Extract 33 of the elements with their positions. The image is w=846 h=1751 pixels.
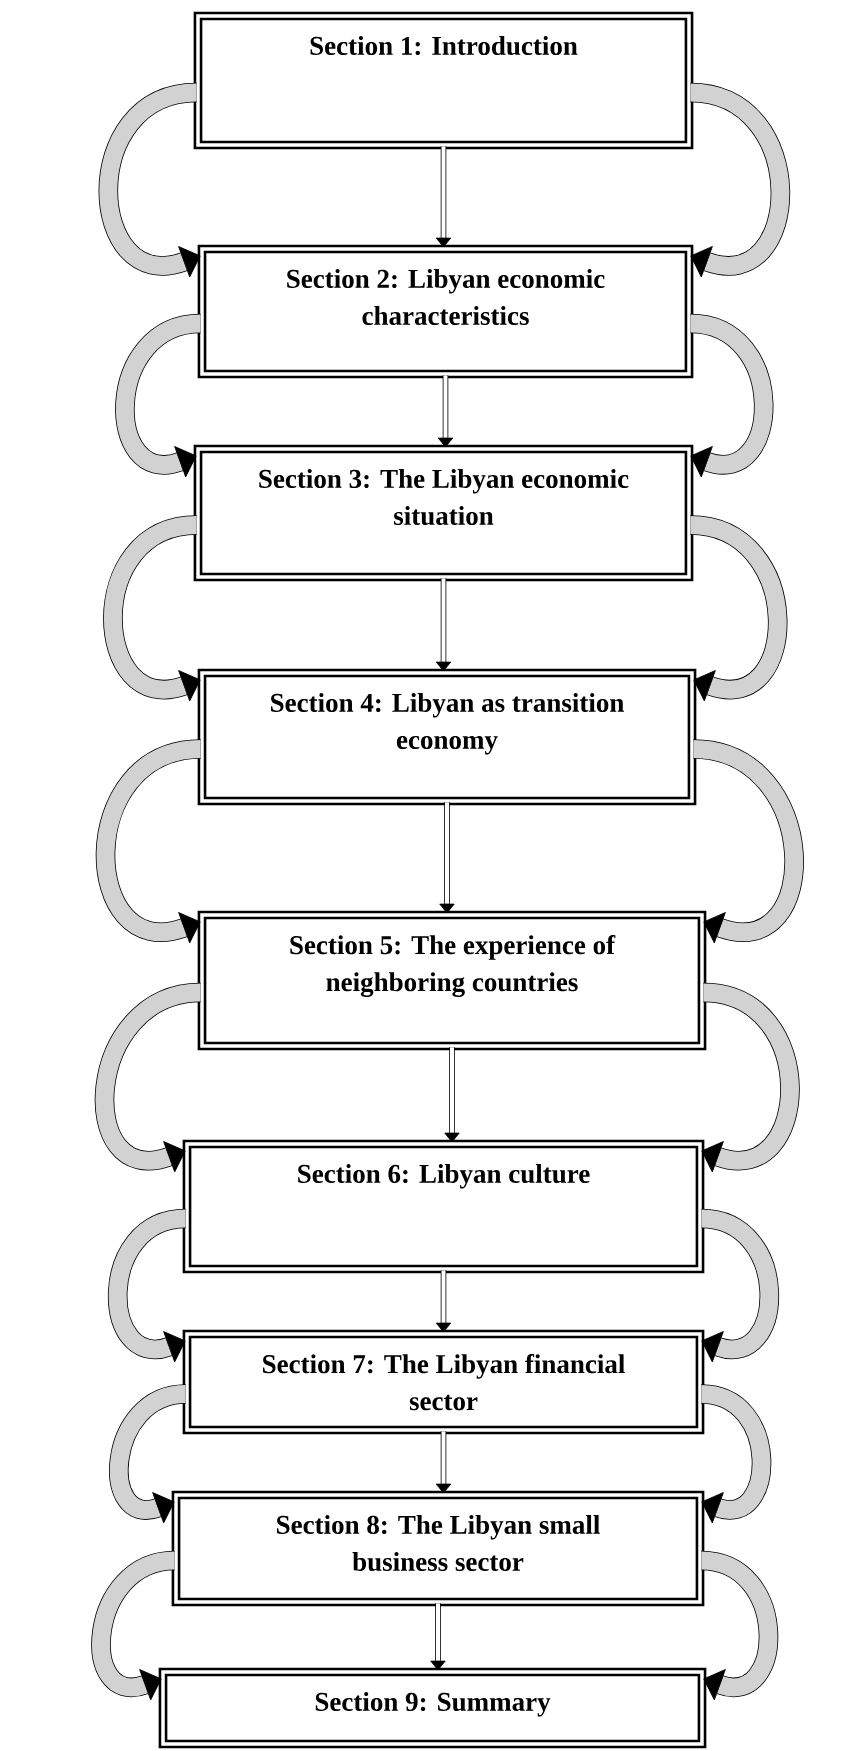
down-arrow <box>435 1431 452 1494</box>
curved-arrow <box>688 82 791 278</box>
curved-arrow <box>95 739 203 944</box>
down-arrow <box>430 1603 446 1671</box>
curved-arrow <box>699 1208 779 1363</box>
section-box: Section 9: Summary <box>158 1667 707 1749</box>
section-box: Section 8: The Libyan small business sector <box>171 1490 705 1607</box>
curved-arrow <box>95 982 203 1173</box>
curved-arrow <box>103 515 201 702</box>
section-box: Section 3: The Libyan economic situation <box>193 444 694 582</box>
section-box: Section 6: Libyan culture <box>182 1139 705 1274</box>
curved-arrow <box>109 1384 188 1524</box>
down-arrow <box>439 802 455 914</box>
curved-arrow <box>701 982 800 1173</box>
curved-arrow <box>688 515 788 702</box>
down-arrow <box>435 578 452 672</box>
curved-arrow <box>699 1550 779 1701</box>
curved-arrow <box>699 1384 772 1524</box>
down-arrow <box>435 146 452 248</box>
curved-arrow <box>688 313 774 478</box>
curved-arrow <box>108 1208 188 1363</box>
curved-arrow <box>98 82 201 278</box>
section-box: Section 2: Libyan economic characteristics <box>197 244 694 379</box>
section-box: Section 4: Libyan as transition economy <box>197 668 697 806</box>
curved-arrow <box>91 1550 177 1701</box>
curved-arrow <box>691 739 804 944</box>
curved-arrow <box>115 313 203 478</box>
section-box: Section 7: The Libyan financial sector <box>182 1329 705 1435</box>
section-box: Section 1: Introduction <box>193 11 694 150</box>
down-arrow <box>435 1270 452 1333</box>
section-box: Section 5: The experience of neighboring countries <box>197 910 707 1051</box>
down-arrow <box>444 1047 460 1143</box>
down-arrow <box>437 375 454 448</box>
